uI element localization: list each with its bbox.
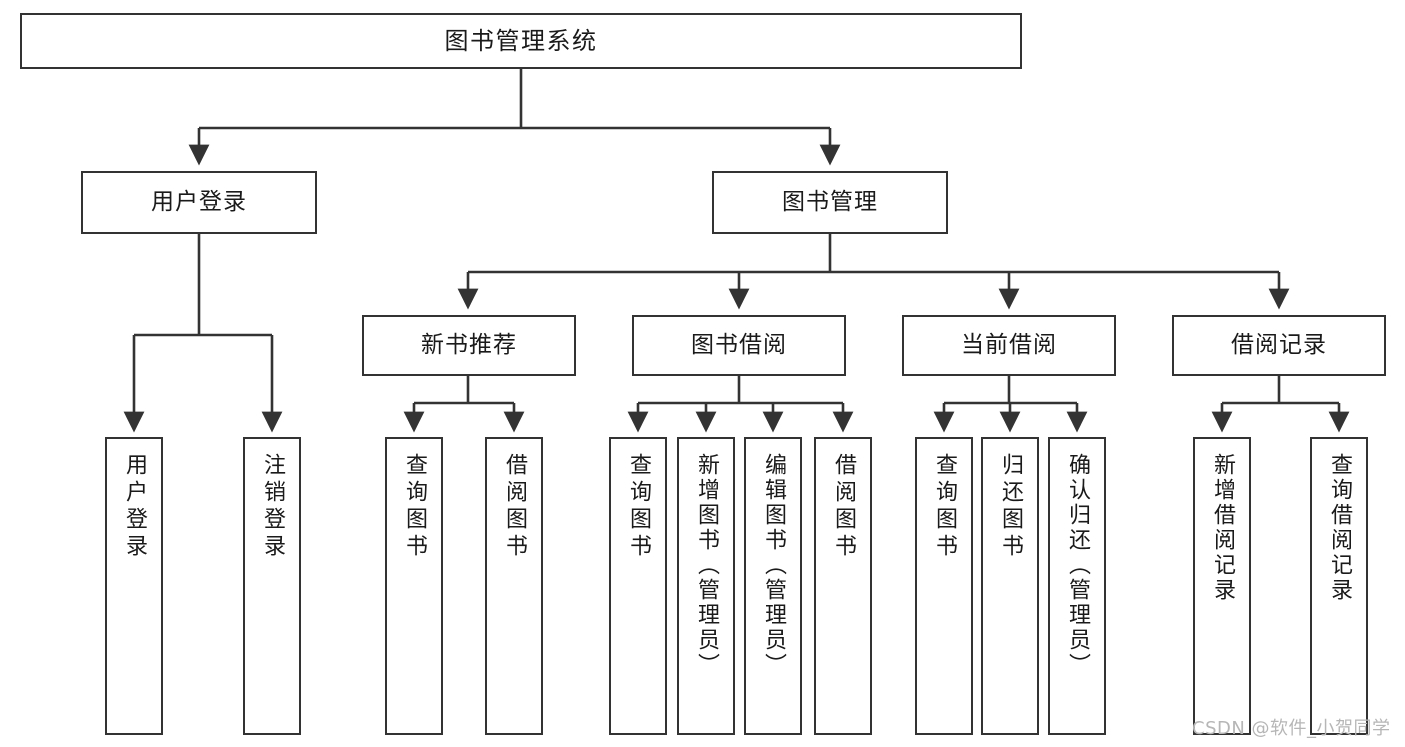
node-borrowing-record[interactable]: 借阅记录 xyxy=(1172,315,1386,376)
node-book-borrowing[interactable]: 图书借阅 xyxy=(632,315,846,376)
node-label: 查询图书 xyxy=(402,453,427,561)
node-leaf-confirm-return-admin[interactable]: 确认归还（管理员） xyxy=(1048,437,1106,735)
node-label: 新增图书（管理员） xyxy=(694,453,719,678)
node-label: 图书管理 xyxy=(782,189,878,216)
node-label: 借阅图书 xyxy=(831,453,856,561)
csdn-watermark: CSDN @软件_小贺同学 xyxy=(1192,718,1391,739)
node-label: 当前借阅 xyxy=(961,332,1057,359)
node-label: 用户登录 xyxy=(122,453,147,561)
node-leaf-query-book-borrowing[interactable]: 查询图书 xyxy=(609,437,667,735)
node-label: 借阅记录 xyxy=(1231,332,1327,359)
node-leaf-query-borrowing-record[interactable]: 查询借阅记录 xyxy=(1310,437,1368,735)
node-leaf-add-borrowing-record[interactable]: 新增借阅记录 xyxy=(1193,437,1251,735)
node-leaf-borrow-book-recommendation[interactable]: 借阅图书 xyxy=(485,437,543,735)
node-leaf-add-book-admin[interactable]: 新增图书（管理员） xyxy=(677,437,735,735)
node-label: 查询图书 xyxy=(626,453,651,561)
node-label: 注销登录 xyxy=(260,453,285,561)
node-leaf-query-book-recommendation[interactable]: 查询图书 xyxy=(385,437,443,735)
node-book-management[interactable]: 图书管理 xyxy=(712,171,948,234)
node-leaf-edit-book-admin[interactable]: 编辑图书（管理员） xyxy=(744,437,802,735)
node-leaf-logout[interactable]: 注销登录 xyxy=(243,437,301,735)
node-label: 图书管理系统 xyxy=(444,27,598,55)
node-label: 用户登录 xyxy=(151,189,247,216)
node-leaf-user-login[interactable]: 用户登录 xyxy=(105,437,163,735)
node-label: 归还图书 xyxy=(998,453,1023,561)
node-label: 查询图书 xyxy=(932,453,957,561)
node-label: 确认归还（管理员） xyxy=(1065,453,1090,678)
node-label: 新书推荐 xyxy=(421,332,517,359)
node-label: 图书借阅 xyxy=(691,332,787,359)
node-label: 查询借阅记录 xyxy=(1327,453,1352,603)
node-leaf-query-book-current[interactable]: 查询图书 xyxy=(915,437,973,735)
node-new-book-recommendation[interactable]: 新书推荐 xyxy=(362,315,576,376)
node-label: 编辑图书（管理员） xyxy=(761,453,786,678)
node-current-borrowing[interactable]: 当前借阅 xyxy=(902,315,1116,376)
node-user-login[interactable]: 用户登录 xyxy=(81,171,317,234)
node-label: 新增借阅记录 xyxy=(1210,453,1235,603)
node-leaf-borrow-book-borrowing[interactable]: 借阅图书 xyxy=(814,437,872,735)
node-root-book-management-system[interactable]: 图书管理系统 xyxy=(20,13,1022,69)
node-leaf-return-book[interactable]: 归还图书 xyxy=(981,437,1039,735)
node-label: 借阅图书 xyxy=(502,453,527,561)
